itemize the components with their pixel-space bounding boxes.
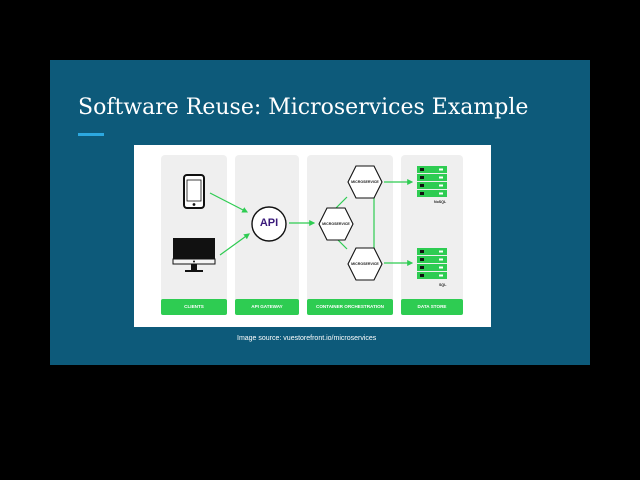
slide: Software Reuse: Microservices Example CL… — [50, 60, 590, 365]
microservice-label-top: MICROSERVICE — [351, 180, 379, 184]
microservice-label-bottom: MICROSERVICE — [351, 262, 379, 266]
desktop-icon — [172, 238, 216, 272]
database-icon — [417, 248, 447, 279]
data-store-label: DATA STORE — [401, 299, 463, 315]
microservice-hex-icon — [318, 207, 354, 241]
database-icon — [417, 166, 447, 197]
clients-label: CLIENTS — [161, 299, 227, 315]
microservices-diagram: CLIENTS API GATEWAY CONTAINER ORCHESTRAT… — [134, 145, 491, 327]
api-icon — [251, 206, 287, 242]
title-underline — [78, 133, 104, 136]
nosql-label: NoSQL — [434, 200, 447, 204]
microservice-hex-icon — [347, 165, 383, 199]
slide-title: Software Reuse: Microservices Example — [78, 95, 529, 120]
container-orchestration-label: CONTAINER ORCHESTRATION — [307, 299, 393, 315]
microservice-label-middle: MICROSERVICE — [322, 222, 350, 226]
api-label: API — [259, 217, 279, 229]
microservice-hex-icon — [347, 247, 383, 281]
image-source-caption: Image source: vuestorefront.io/microserv… — [237, 335, 377, 342]
api-gateway-label: API GATEWAY — [235, 299, 299, 315]
sql-label: SQL — [439, 283, 447, 287]
phone-icon — [183, 174, 205, 209]
